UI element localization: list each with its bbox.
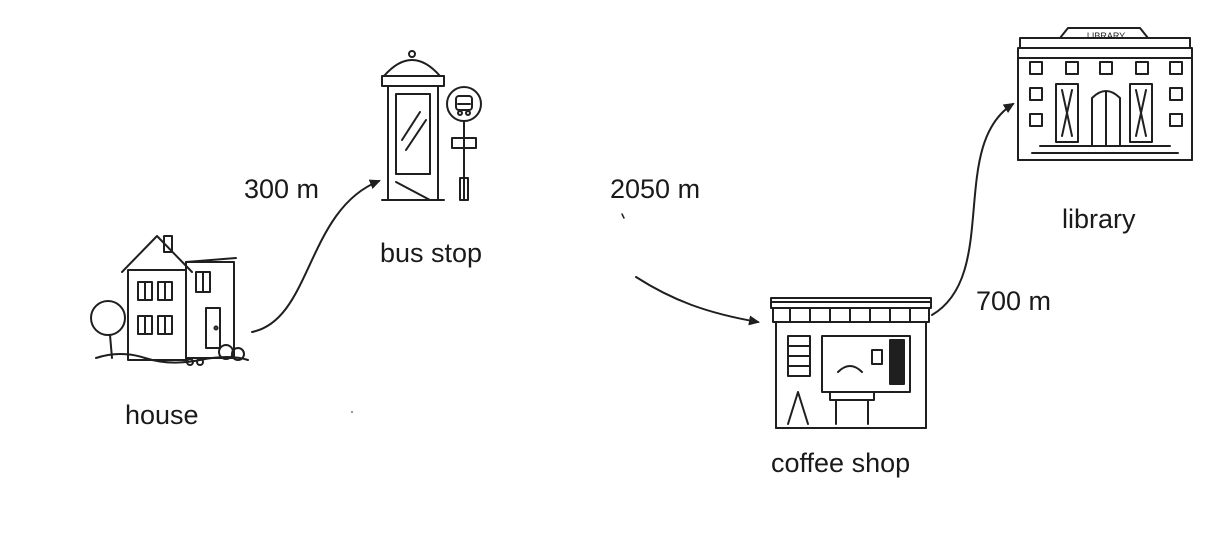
distance-label-house-to-bus-stop: 300 m — [244, 174, 320, 204]
house-label: house — [125, 400, 199, 430]
bus-stop-label: bus stop — [380, 238, 483, 268]
route-arrow-house-to-bus-stop — [251, 179, 381, 333]
distance-label-coffee-shop-to-library: 700 m — [976, 286, 1052, 316]
library-sign-text: LIBRARY — [1087, 31, 1125, 41]
library-label: library — [1062, 204, 1136, 234]
route-arrow-coffee-shop-to-library — [931, 102, 1015, 316]
bus-stop-icon — [381, 50, 482, 201]
house-icon — [90, 235, 249, 366]
route-arrow-bus-stop-to-coffee-shop — [635, 276, 760, 326]
distance-label-bus-stop-to-coffee-shop: 2050 m — [610, 174, 701, 204]
coffee-shop-label: coffee shop — [771, 448, 911, 478]
coffee-shop-icon — [770, 297, 932, 429]
stray-mark — [621, 213, 625, 219]
library-icon: LIBRARY — [1017, 27, 1193, 161]
stray-dot — [351, 411, 353, 413]
